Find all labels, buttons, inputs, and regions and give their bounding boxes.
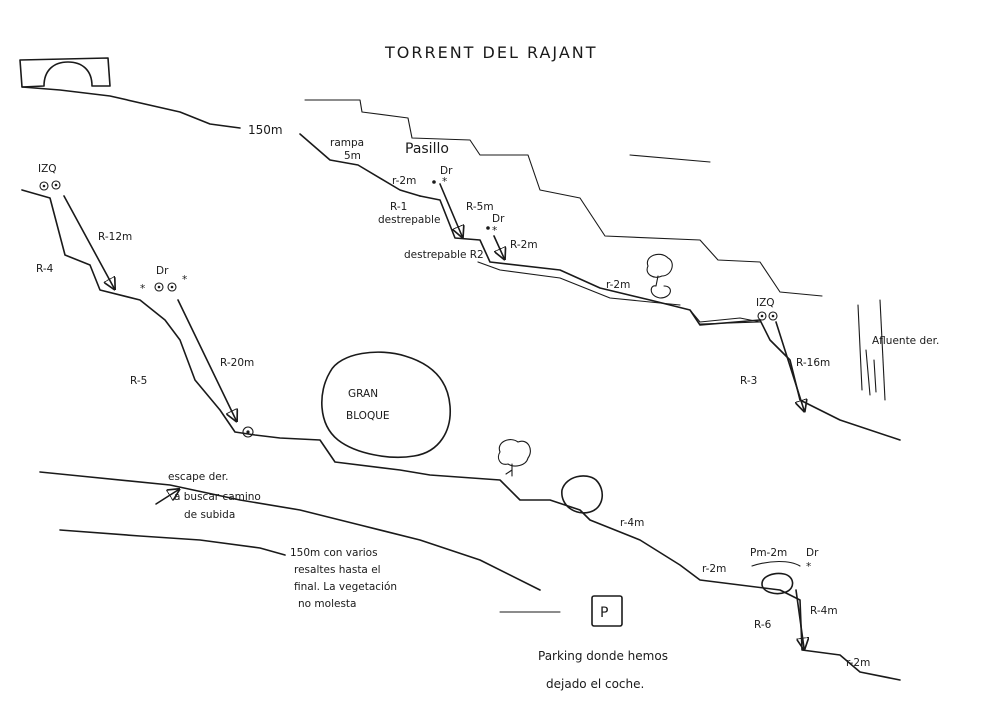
corridor-label: Pasillo [405, 141, 449, 157]
r5-length-label: R-20m [220, 357, 254, 369]
r6-side-label: Dr [806, 547, 819, 559]
r2-rappel-arrow [493, 235, 504, 258]
left-wall [21, 189, 901, 681]
right-terraces [304, 99, 823, 297]
r4-length-label: R-12m [98, 231, 132, 243]
r1-side-label: Dr [440, 165, 453, 177]
r4-side-label: IZQ [38, 163, 57, 175]
tributary-label: Afluente der. [872, 335, 939, 347]
step-2m-label: r-2m [606, 279, 630, 291]
r3-length-label: R-16m [796, 357, 830, 369]
corridor-floor-lower [477, 261, 681, 306]
final-stretch-label-1: 150m con varios [290, 547, 378, 559]
tree-icon-upper [646, 253, 673, 299]
anchor-r5-base [242, 426, 254, 438]
anchor-r5: * * [140, 274, 187, 295]
r1-rappel-arrow [439, 183, 462, 236]
r3-rappel-arrow [775, 321, 804, 410]
anchor-r1: * [432, 176, 447, 188]
r2-rocks [689, 309, 761, 325]
r4-rappel-arrow [63, 195, 114, 288]
escape-arrow [155, 490, 178, 505]
parking-sign: P [591, 595, 623, 627]
r2-note-label: destrepable R2 [404, 249, 484, 261]
r3-name-label: R-3 [740, 375, 757, 387]
top-riverbank-line-2 [299, 133, 421, 197]
parking-note-2: dejado el coche. [546, 677, 644, 691]
r5-name-label: R-5 [130, 375, 147, 387]
r5-rappel-arrow [177, 299, 236, 420]
step-4m-label: r-4m [620, 517, 644, 529]
final-stretch-label-3: final. La vegetación [294, 581, 397, 593]
r6-rock [761, 572, 794, 595]
r6-anchor-rope [751, 560, 801, 567]
ramp-label-1: rampa [330, 137, 364, 149]
r1-length-label: R-5m [466, 201, 494, 213]
r1-note-label: destrepable [378, 214, 440, 226]
r3-side-label: IZQ [756, 297, 775, 309]
bridge-icon [19, 57, 111, 88]
escape-label-2: a buscar camino [174, 491, 261, 503]
svg-text:*: * [492, 225, 497, 237]
svg-text:*: * [442, 176, 447, 188]
top-riverbank-line [21, 86, 241, 129]
step-2m-lower-label: r-2m [702, 563, 726, 575]
parking-symbol: P [600, 605, 608, 621]
big-block-boulder [321, 351, 451, 459]
r6-length-label: R-4m [810, 605, 838, 617]
r5-side-label: Dr [156, 265, 169, 277]
svg-text:*: * [140, 283, 145, 295]
ramp-label-2: 5m [344, 150, 361, 162]
r2-length-label: R-2m [510, 239, 538, 251]
final-stretch-label-2: resaltes hasta el [294, 564, 381, 576]
escape-label-1: escape der. [168, 471, 228, 483]
tributary-bank-left [857, 304, 863, 391]
sketch-title: TORRENT DEL RAJANT [384, 43, 598, 62]
tributary-hatch [865, 349, 877, 396]
r6-name-label: R-6 [754, 619, 772, 631]
big-block-label-2: BLOQUE [346, 410, 390, 422]
lower-riverbank-line-2 [59, 529, 286, 556]
step-2m-end-label: r-2m [846, 657, 870, 669]
final-stretch-label-4: no molesta [298, 598, 356, 610]
escape-label-3: de subida [184, 509, 235, 521]
svg-text:*: * [182, 274, 187, 286]
anchor-r3 [757, 311, 778, 321]
r6-anchor-mark: * [806, 561, 811, 573]
r2-side-label: Dr [492, 213, 505, 225]
r1-pitch-label: r-2m [392, 175, 416, 187]
anchor-r2: * [486, 225, 497, 237]
parking-note-1: Parking donde hemos [538, 649, 668, 663]
top-length-label: 150m [248, 123, 283, 137]
small-boulder [561, 475, 603, 514]
lower-riverbank-line [39, 471, 541, 591]
big-block-label-1: GRAN [348, 388, 378, 400]
tributary-bank-right [879, 299, 886, 401]
anchor-r4 [39, 180, 61, 191]
r1-name-label: R-1 [390, 201, 407, 213]
r6-rappel-arrow [795, 589, 804, 648]
tree-icon [497, 439, 531, 477]
right-upper-terraces [629, 154, 711, 163]
r6-anchor-label: Pm-2m [750, 547, 787, 559]
r4-name-label: R-4 [36, 263, 54, 275]
